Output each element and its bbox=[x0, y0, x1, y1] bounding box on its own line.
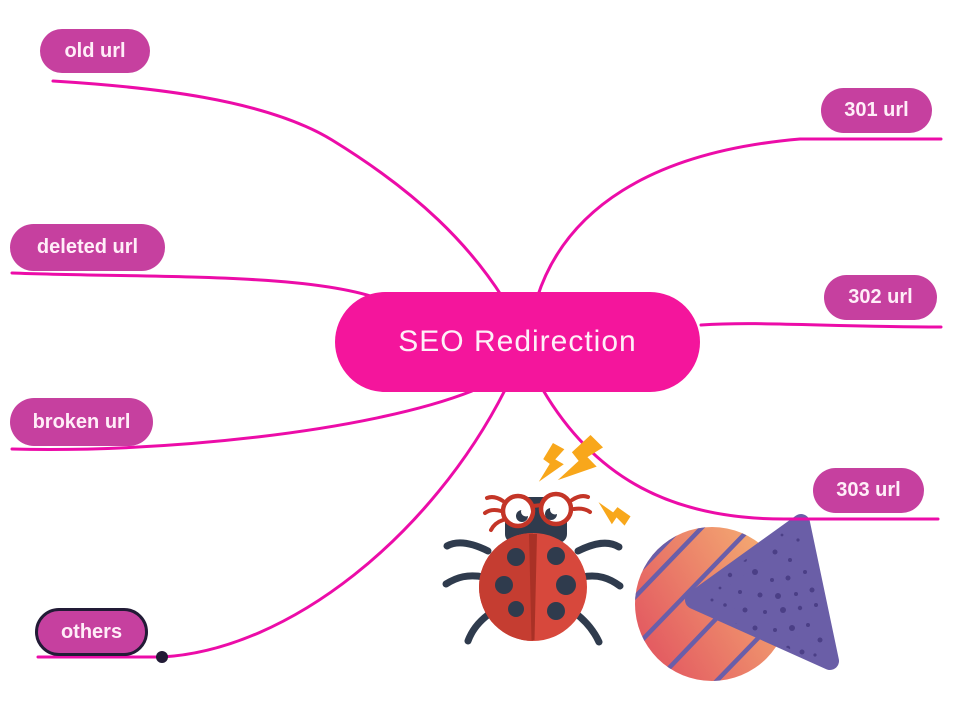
node-302-url-label: 302 url bbox=[848, 286, 913, 308]
lightning-bolt-small-right bbox=[598, 502, 631, 526]
node-others-label: others bbox=[60, 620, 123, 643]
purple-triangle-illustration bbox=[685, 514, 839, 670]
node-301-url[interactable]: 301 url bbox=[821, 88, 932, 133]
ladybug-icon bbox=[442, 491, 624, 646]
lightning-bolt-large bbox=[557, 435, 604, 481]
others-connector-dot bbox=[156, 651, 168, 663]
purple-triangle bbox=[685, 514, 839, 670]
triangle-speckles bbox=[710, 533, 823, 657]
ladybug-wing-split bbox=[529, 534, 537, 640]
connector-302-url bbox=[699, 322, 943, 329]
node-deleted-url-label: deleted url bbox=[36, 236, 139, 258]
node-302-url[interactable]: 302 url bbox=[824, 275, 937, 320]
ladybug-glasses bbox=[483, 491, 592, 532]
left-pupil-highlight bbox=[521, 506, 531, 517]
connector-others bbox=[36, 388, 507, 659]
glasses-lashes bbox=[483, 494, 592, 532]
node-broken-url-label: broken url bbox=[32, 410, 131, 433]
connector-303-url bbox=[541, 388, 940, 521]
lightning-bolts-icon bbox=[538, 435, 631, 526]
right-pupil-highlight bbox=[550, 504, 560, 515]
lightning-bolt-small-left bbox=[538, 443, 565, 482]
connector-broken-url bbox=[10, 389, 474, 451]
node-others[interactable]: others bbox=[35, 608, 148, 656]
connector-old-url bbox=[51, 79, 505, 300]
node-303-url[interactable]: 303 url bbox=[813, 468, 924, 513]
connector-301-url bbox=[535, 137, 943, 300]
node-broken-url[interactable]: broken url bbox=[10, 398, 153, 446]
ladybug-legs bbox=[442, 539, 624, 646]
node-303-url-label: 303 url bbox=[836, 479, 901, 501]
node-301-url-label: 301 url bbox=[844, 99, 909, 121]
branch-connectors bbox=[10, 79, 943, 659]
node-old-url-label: old url bbox=[64, 39, 126, 62]
node-old-url[interactable]: old url bbox=[40, 29, 150, 73]
node-seo-redirection-label: SEO Redirection bbox=[398, 325, 637, 358]
node-seo-redirection[interactable]: SEO Redirection bbox=[335, 292, 700, 392]
ladybug-spots bbox=[495, 547, 576, 620]
node-deleted-url[interactable]: deleted url bbox=[10, 224, 165, 271]
connector-deleted-url bbox=[10, 271, 384, 302]
